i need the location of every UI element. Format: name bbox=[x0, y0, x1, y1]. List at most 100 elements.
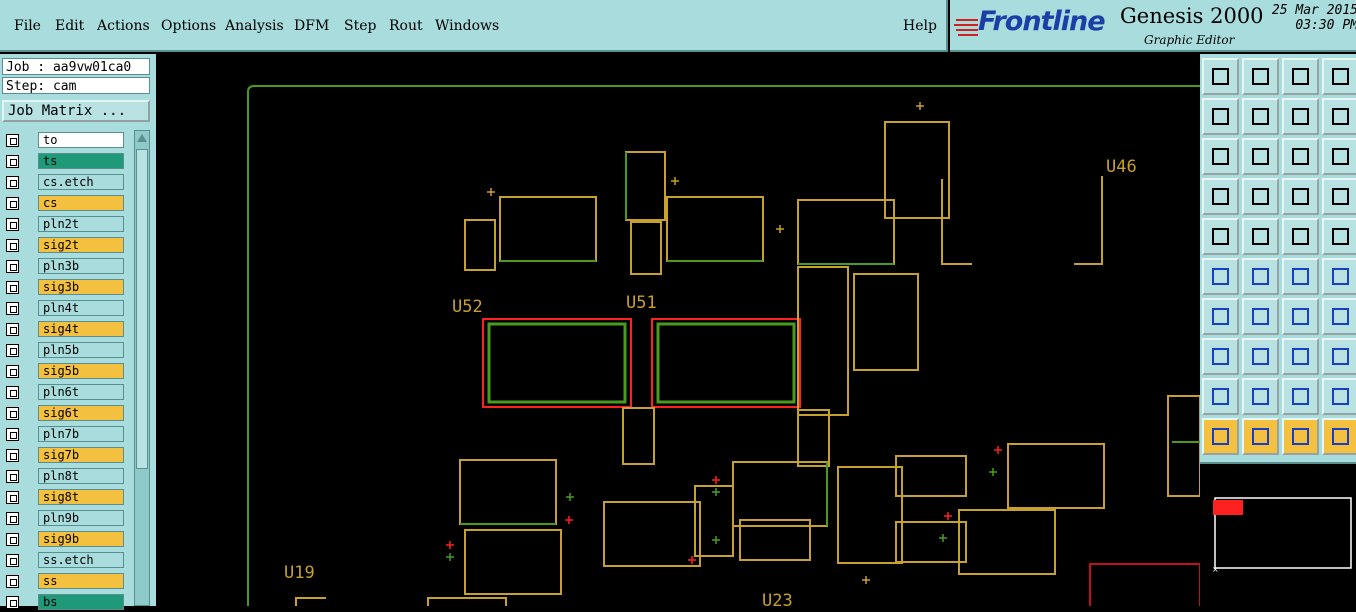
layer-row-cs[interactable]: cs bbox=[4, 195, 126, 212]
layer-row-pln3b[interactable]: pln3b bbox=[4, 258, 126, 275]
layer-checkbox[interactable] bbox=[6, 470, 19, 483]
layer-row-sig4t[interactable]: sig4t bbox=[4, 321, 126, 338]
triangle2-icon[interactable] bbox=[1242, 378, 1279, 415]
zoom-home-icon[interactable] bbox=[1202, 58, 1239, 95]
layer-scrollbar[interactable] bbox=[134, 130, 150, 606]
help-icon[interactable] bbox=[1322, 138, 1356, 175]
layer-checkbox[interactable] bbox=[6, 176, 19, 189]
menu-file[interactable]: File bbox=[14, 18, 41, 34]
ruler-icon[interactable] bbox=[1282, 218, 1319, 255]
layer-row-sig5b[interactable]: sig5b bbox=[4, 363, 126, 380]
settings-icon[interactable] bbox=[1202, 178, 1239, 215]
menu-help[interactable]: Help bbox=[903, 18, 937, 34]
layer-checkbox[interactable] bbox=[6, 260, 19, 273]
layer-name[interactable]: ss.etch bbox=[38, 552, 124, 568]
layer-row-pln7b[interactable]: pln7b bbox=[4, 426, 126, 443]
zoom-fit-icon[interactable] bbox=[1282, 98, 1319, 135]
layer-row-sig9b[interactable]: sig9b bbox=[4, 531, 126, 548]
layer-row-pln9b[interactable]: pln9b bbox=[4, 510, 126, 527]
layer-checkbox[interactable] bbox=[6, 386, 19, 399]
scale-1-2-icon[interactable] bbox=[1282, 138, 1319, 175]
layer-checkbox[interactable] bbox=[6, 218, 19, 231]
layers-red-icon[interactable] bbox=[1282, 178, 1319, 215]
menu-step[interactable]: Step bbox=[344, 18, 377, 34]
layer-checkbox[interactable] bbox=[6, 281, 19, 294]
layer-name[interactable]: sig4t bbox=[38, 321, 124, 337]
layer-checkbox[interactable] bbox=[6, 134, 19, 147]
menu-rout[interactable]: Rout bbox=[389, 18, 423, 34]
cross-icon[interactable] bbox=[1242, 258, 1279, 295]
layer-name[interactable]: sig2t bbox=[38, 237, 124, 253]
layer-checkbox[interactable] bbox=[6, 428, 19, 441]
layer-row-cs-etch[interactable]: cs.etch bbox=[4, 174, 126, 191]
group-icon[interactable] bbox=[1322, 338, 1356, 375]
grid-icon[interactable] bbox=[1242, 178, 1279, 215]
angle-icon[interactable] bbox=[1202, 298, 1239, 335]
layer-checkbox[interactable] bbox=[6, 155, 19, 168]
layer-name[interactable]: pln2t bbox=[38, 216, 124, 232]
layer-checkbox[interactable] bbox=[6, 491, 19, 504]
layer-name[interactable]: pln3b bbox=[38, 258, 124, 274]
arch2-icon[interactable] bbox=[1322, 378, 1356, 415]
dash-icon[interactable] bbox=[1242, 338, 1279, 375]
scroll-up-icon[interactable] bbox=[135, 131, 149, 145]
layer-row-pln6t[interactable]: pln6t bbox=[4, 384, 126, 401]
menu-analysis[interactable]: Analysis bbox=[225, 18, 284, 34]
triangle-icon[interactable] bbox=[1202, 378, 1239, 415]
layer-row-ss[interactable]: ss bbox=[4, 573, 126, 590]
menu-edit[interactable]: Edit bbox=[55, 18, 85, 34]
layer-row-pln4t[interactable]: pln4t bbox=[4, 300, 126, 317]
layers-red2-icon[interactable] bbox=[1322, 178, 1356, 215]
layer-name[interactable]: sig3b bbox=[38, 279, 124, 295]
pan-left-icon[interactable] bbox=[1202, 98, 1239, 135]
pad-icon[interactable] bbox=[1322, 218, 1356, 255]
home-icon[interactable] bbox=[1282, 58, 1319, 95]
layer-name[interactable]: sig5b bbox=[38, 363, 124, 379]
layer-row-sig7b[interactable]: sig7b bbox=[4, 447, 126, 464]
layer-row-sig8t[interactable]: sig8t bbox=[4, 489, 126, 506]
undo-arc-icon[interactable] bbox=[1282, 298, 1319, 335]
measure-icon[interactable] bbox=[1242, 298, 1279, 335]
layer-checkbox[interactable] bbox=[6, 344, 19, 357]
select-icon[interactable] bbox=[1202, 418, 1239, 455]
layer-row-pln8t[interactable]: pln8t bbox=[4, 468, 126, 485]
layer-name[interactable]: cs.etch bbox=[38, 174, 124, 190]
layer-checkbox[interactable] bbox=[6, 575, 19, 588]
camera-icon[interactable] bbox=[1202, 218, 1239, 255]
layer-name[interactable]: ts bbox=[38, 153, 124, 169]
layer-name[interactable]: pln9b bbox=[38, 510, 124, 526]
layer-checkbox[interactable] bbox=[6, 197, 19, 210]
layer-name[interactable]: sig9b bbox=[38, 531, 124, 547]
layer-name[interactable]: sig8t bbox=[38, 489, 124, 505]
layer-name[interactable]: to bbox=[38, 132, 124, 148]
graphic-canvas[interactable]: U46 U52 U51 U19 U23 bbox=[156, 54, 1200, 606]
shape-icon[interactable] bbox=[1242, 218, 1279, 255]
menu-dfm[interactable]: DFM bbox=[294, 18, 330, 34]
layer-name[interactable]: pln4t bbox=[38, 300, 124, 316]
layer-checkbox[interactable] bbox=[6, 533, 19, 546]
layer-row-sig2t[interactable]: sig2t bbox=[4, 237, 126, 254]
layer-name[interactable]: bs bbox=[38, 594, 124, 610]
layer-name[interactable]: cs bbox=[38, 195, 124, 211]
minimap-view[interactable]: × bbox=[1200, 464, 1356, 608]
layer-checkbox[interactable] bbox=[6, 449, 19, 462]
menu-actions[interactable]: Actions bbox=[97, 18, 150, 34]
pan-right-icon[interactable] bbox=[1242, 98, 1279, 135]
layer-row-sig6t[interactable]: sig6t bbox=[4, 405, 126, 422]
layer-checkbox[interactable] bbox=[6, 239, 19, 252]
layer-checkbox[interactable] bbox=[6, 323, 19, 336]
move-icon[interactable] bbox=[1202, 338, 1239, 375]
line-point2-icon[interactable] bbox=[1322, 258, 1356, 295]
route-icon[interactable] bbox=[1202, 258, 1239, 295]
pcb-drawing[interactable]: U46 U52 U51 U19 U23 bbox=[156, 54, 1200, 606]
zoom-center-icon[interactable] bbox=[1242, 138, 1279, 175]
layer-checkbox[interactable] bbox=[6, 302, 19, 315]
layer-name[interactable]: sig7b bbox=[38, 447, 124, 463]
layer-name[interactable]: pln5b bbox=[38, 342, 124, 358]
layer-name[interactable]: ss bbox=[38, 573, 124, 589]
menu-options[interactable]: Options bbox=[161, 18, 217, 34]
minimap[interactable]: × bbox=[1200, 462, 1356, 608]
line-point-icon[interactable] bbox=[1282, 258, 1319, 295]
layer-name[interactable]: sig6t bbox=[38, 405, 124, 421]
layer-row-to[interactable]: to bbox=[4, 132, 126, 149]
